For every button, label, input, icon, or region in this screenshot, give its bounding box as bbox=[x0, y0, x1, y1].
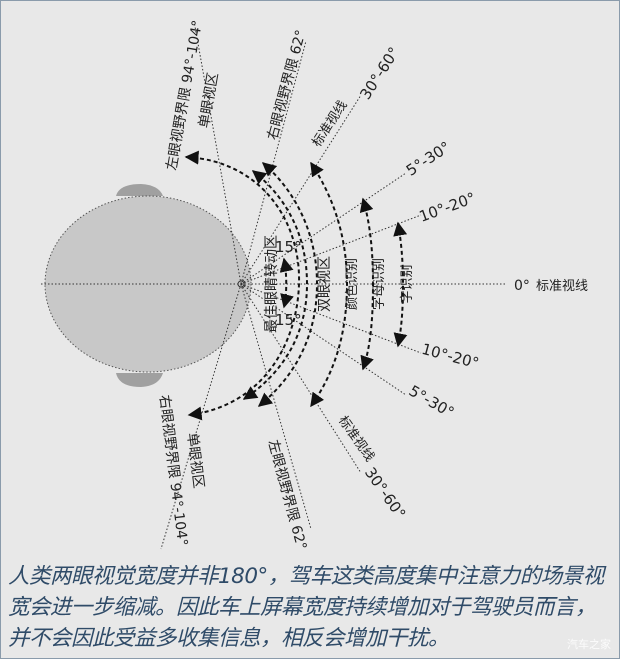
line-94-down bbox=[160, 283, 242, 550]
lower-color-angle: 5°-30° bbox=[406, 382, 457, 422]
line-30-60-up bbox=[240, 94, 362, 285]
zero-angle: 0° bbox=[514, 278, 530, 294]
line-94-up bbox=[193, 20, 242, 285]
eye-rotation-up: 15° bbox=[275, 238, 302, 256]
eye-rotation-zone: 最佳眼睛转动区 bbox=[264, 235, 280, 333]
lower-letter-angle: 10°-20° bbox=[420, 340, 481, 373]
upper-color-angle: 5°-30° bbox=[403, 138, 454, 180]
arc-word bbox=[393, 221, 408, 348]
binocular-zone: 双眼视区 bbox=[317, 256, 333, 312]
lower-bino-label: 左眼视野界限 62° bbox=[264, 438, 309, 552]
line-30-60-down bbox=[240, 283, 362, 474]
letter-recognition: 字母识别 bbox=[372, 258, 387, 310]
zone-arcs bbox=[184, 150, 408, 421]
lower-std-angle: 30°-60° bbox=[361, 464, 409, 522]
caption: 人类两眼视觉宽度并非180°，驾车这类高度集中注意力的场景视宽会进一步缩减。因此… bbox=[8, 564, 604, 651]
word-recognition: 字识别 bbox=[400, 264, 415, 303]
arc-color bbox=[310, 161, 349, 408]
zero-label: 标准视线 bbox=[536, 279, 588, 294]
ear-bottom bbox=[116, 373, 163, 387]
watermark: 汽车之家 bbox=[567, 638, 611, 651]
arc-letter bbox=[359, 197, 375, 371]
upper-std-angle: 30°-60° bbox=[356, 44, 403, 103]
upper-bino-label: 右眼视野界限 62° bbox=[265, 28, 310, 142]
arc-binocular-outer bbox=[242, 170, 309, 400]
upper-letter-angle: 10°-20° bbox=[417, 189, 478, 226]
ear-top bbox=[116, 184, 163, 196]
lower-mono-zone: 单眼视区 bbox=[184, 432, 207, 490]
upper-mono-zone: 单眼视区 bbox=[196, 71, 221, 129]
upper-std-label: 标准视线 bbox=[310, 98, 351, 150]
lower-mono-label: 右眼视野界限 94°-104° bbox=[156, 394, 190, 547]
color-recognition: 颜色识别 bbox=[344, 258, 360, 310]
arc-eye-rotation bbox=[279, 257, 294, 309]
eye-rotation-down: 15° bbox=[275, 311, 302, 329]
upper-mono-label: 左眼视野界限 94°-104° bbox=[164, 19, 206, 172]
lower-std-label: 标准视线 bbox=[335, 413, 377, 464]
